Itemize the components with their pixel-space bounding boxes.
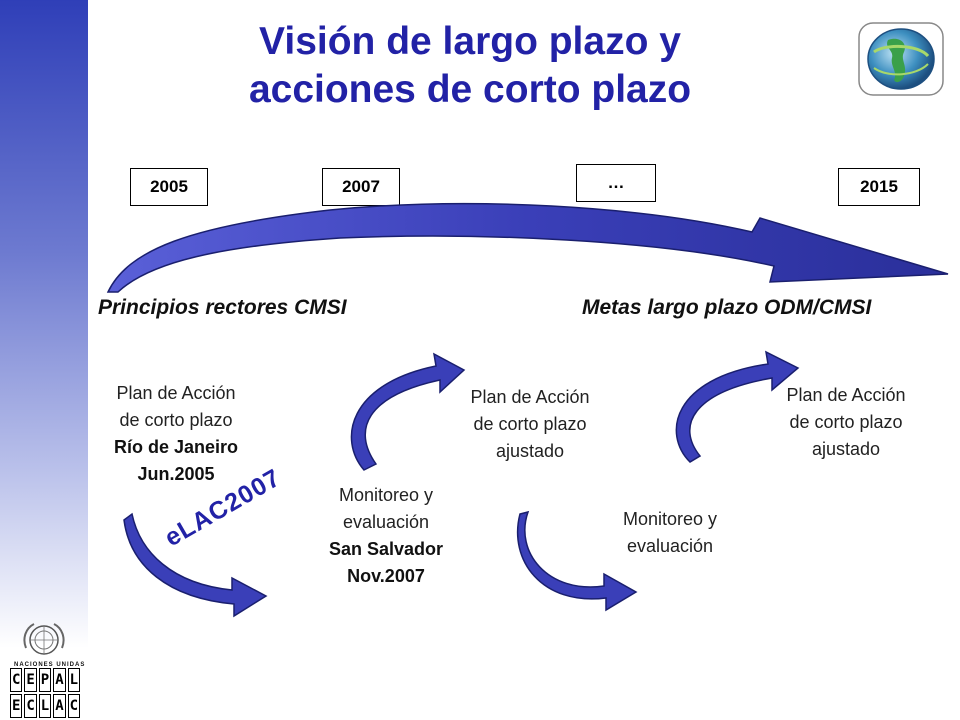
text-line-bold: Río de Janeiro (113, 437, 239, 457)
monitor-2-text: Monitoreo y evaluación (580, 506, 760, 560)
curve-arrow-3 (516, 510, 638, 612)
timeline-arc-arrow (106, 202, 949, 293)
logo-letter: C (10, 668, 23, 692)
text-line: ajustado (495, 441, 565, 461)
curve-arrow-4 (675, 350, 800, 463)
text-line: Plan de Acción (116, 383, 236, 403)
text-line-bold: Jun.2005 (137, 464, 215, 484)
cepal-row: C E P A L (10, 668, 81, 692)
globe-logo-icon (858, 22, 944, 96)
plan-rio-text: Plan de Acción de corto plazo Río de Jan… (86, 380, 266, 488)
sidebar-gradient (0, 0, 88, 720)
year-label: 2005 (150, 177, 188, 196)
monitor-san-salvador-text: Monitoreo y evaluación San Salvador Nov.… (296, 482, 476, 590)
year-box-2015: 2015 (838, 168, 920, 206)
logo-letter: P (38, 668, 52, 692)
logo-letter: E (24, 668, 37, 692)
label-metas: Metas largo plazo ODM/CMSI (582, 296, 872, 319)
un-logo-text: NACIONES UNIDAS (14, 662, 86, 668)
text-line-bold: San Salvador (328, 539, 444, 559)
plan-adjusted-1-text: Plan de Acción de corto plazo ajustado (440, 384, 620, 465)
year-box-2005: 2005 (130, 168, 208, 206)
label-principios: Principios rectores CMSI (98, 296, 347, 319)
plan-adjusted-2-text: Plan de Acción de corto plazo ajustado (756, 382, 936, 463)
cepal-eclac-logo: C E P A L E C L A C (10, 668, 81, 718)
text-line: de corto plazo (789, 412, 903, 432)
text-line: evaluación (342, 512, 430, 532)
year-box-ellipsis: … (576, 164, 656, 202)
text-line: de corto plazo (119, 410, 233, 430)
year-label: 2015 (860, 177, 898, 196)
text-line: evaluación (626, 536, 714, 556)
curve-arrow-2 (350, 352, 466, 471)
logo-letter: L (67, 668, 81, 692)
slide-title: Visión de largo plazo y acciones de cort… (150, 18, 790, 114)
year-label: … (607, 173, 625, 192)
title-line-2: acciones de corto plazo (248, 68, 692, 111)
logo-letter: A (53, 694, 66, 718)
text-line: Monitoreo y (622, 509, 718, 529)
text-line-bold: Nov.2007 (347, 566, 425, 586)
logo-letter: A (53, 668, 66, 692)
un-emblem-icon (23, 623, 65, 655)
title-line-1: Visión de largo plazo y (259, 20, 681, 63)
text-line: Monitoreo y (338, 485, 434, 505)
year-label: 2007 (342, 177, 380, 196)
eclac-row: E C L A C (10, 694, 81, 718)
text-line: ajustado (811, 439, 881, 459)
text-line: de corto plazo (473, 414, 587, 434)
text-line: Plan de Acción (786, 385, 906, 405)
year-box-2007: 2007 (322, 168, 400, 206)
text-line: Plan de Acción (470, 387, 590, 407)
curve-arrow-1 (123, 512, 268, 618)
logo-letter: L (38, 694, 52, 718)
logo-letter: C (67, 694, 81, 718)
logo-letter: E (10, 694, 23, 718)
logo-letter: C (24, 694, 37, 718)
